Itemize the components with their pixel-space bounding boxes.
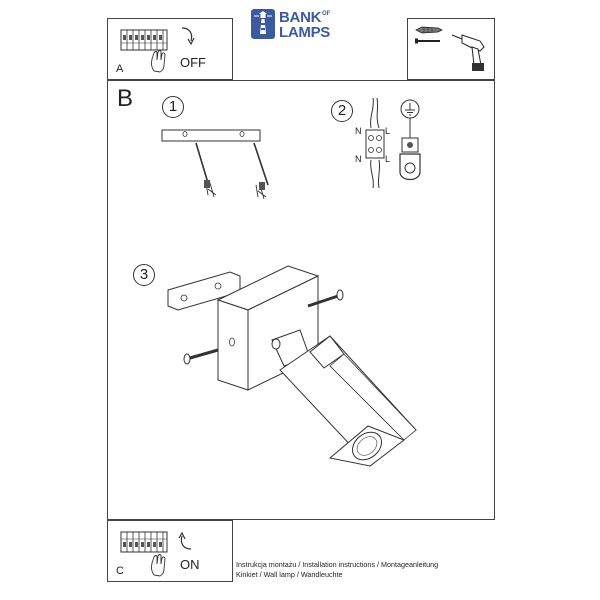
wall-plug-icon [415, 26, 443, 34]
panel-a-label: A [116, 63, 124, 75]
lighthouse-icon [251, 9, 275, 39]
off-label: OFF [180, 55, 206, 70]
terminal-label-n-bottom: N [355, 154, 362, 164]
screw-left [183, 348, 219, 365]
mounting-bracket-icon [161, 129, 269, 200]
screw-right [307, 289, 344, 308]
hand-icon [150, 50, 166, 73]
logo-text-of: OF [322, 11, 331, 17]
terminal-label-n-top: N [355, 126, 362, 136]
rotate-arrow-icon [181, 27, 195, 46]
brand-logo: BANK OF LAMPS [250, 8, 360, 41]
rotate-arrow-icon [178, 531, 192, 550]
ground-symbol-icon [399, 99, 421, 181]
step-1-number: 1 [162, 96, 184, 118]
fuse-box-icon [120, 29, 168, 51]
panel-c-label: C [116, 565, 124, 577]
caption-line-2: Kinkiet / Wall lamp / Wandleuchte [236, 570, 343, 579]
terminal-label-l-bottom: L [385, 154, 391, 164]
caption-line-1: Instrukcja montażu / Installation instru… [236, 560, 439, 569]
wall-lamp-assembly-icon [167, 265, 417, 467]
tools-panel [407, 18, 495, 80]
screw-icon [415, 38, 440, 44]
panel-b-label: B [117, 85, 134, 112]
step-3-number: 3 [133, 264, 155, 286]
step-2-number: 2 [331, 100, 353, 122]
panel-a: A OFF [107, 18, 233, 80]
fuse-box-icon [120, 531, 168, 553]
drill-icon [451, 34, 485, 71]
on-label: ON [180, 557, 200, 572]
hand-icon [150, 554, 166, 577]
panel-c: C ON [107, 520, 233, 582]
logo-text-bank: BANK [279, 9, 322, 26]
wiring-terminal-icon [365, 97, 385, 189]
panel-b: B [107, 80, 495, 520]
terminal-label-l-top: L [385, 126, 391, 136]
logo-text-lamps: LAMPS [279, 24, 331, 41]
